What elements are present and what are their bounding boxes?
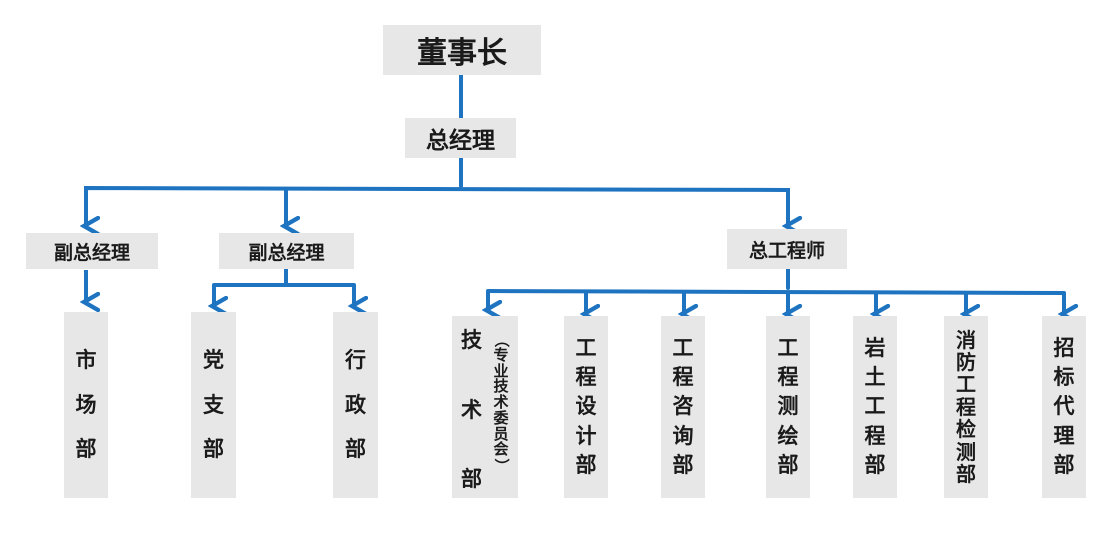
dept-note-char: 委 [493,408,509,427]
dept-engineering-consulting: 工程咨询部 [661,316,705,498]
dept-label-char: 测 [956,439,976,464]
chief-engineer-label: 总工程师 [748,239,825,262]
dept-technology-note: （专业技术委员会） [490,332,512,474]
deputy-gm-1-label: 副总经理 [53,241,130,264]
chairman-box: 董事长 [383,25,541,75]
dept-label-char: 部 [345,437,366,462]
dept-label-char: 支 [203,392,224,417]
dept-label-char: 设 [575,394,597,419]
dept-note-char: 技 [493,377,509,396]
dept-label-char: 测 [777,394,799,419]
dept-label-char: 工 [777,336,799,361]
chief-engineer-bus [486,289,1066,295]
dept-label-char: 检 [956,417,976,442]
general-manager-label: 总经理 [426,128,495,154]
dept-label-char: 工 [672,336,694,361]
dept-label-char: 场 [75,392,97,417]
dept-note-char: （ [492,332,511,348]
dept-label-char: 部 [1053,452,1075,477]
dept-label-char: 消 [956,327,976,352]
dept-note-char: 业 [493,361,509,380]
dept-note-char: ） [492,458,511,474]
dept-label-char: 部 [75,437,97,462]
dept-label-char: 程 [575,365,597,390]
dept-label-char: 部 [864,452,886,477]
dept-note-char: 术 [493,393,509,411]
dept-label-char: 岩 [864,336,886,361]
dept-label-char: 政 [345,392,366,417]
dept-note-char: 员 [493,424,509,443]
dept-label-char: 部 [203,437,224,462]
dept-note-char: 专 [493,345,509,364]
dept-label-char: 程 [864,423,886,448]
dept-label-char: 绘 [777,423,799,448]
dept-tender-agency: 招标代理部 [1042,316,1086,498]
dept-label-char: 部 [777,452,799,477]
dept-label-char: 工 [575,336,597,361]
dept-label-char: 计 [575,423,597,448]
dept-label-char: 技 [461,328,482,352]
dept-label-char: 程 [672,365,694,390]
dept-label-char: 市 [75,347,97,372]
dept-label-char: 部 [956,461,976,486]
chief-engineer-box: 总工程师 [727,229,847,269]
dept-label-char: 招 [1053,336,1075,361]
dept-market: 市场部 [64,312,108,498]
dept-label-char: 程 [777,365,799,390]
dept-geotechnical: 岩土工程部 [853,316,897,498]
dept-label-char: 行 [345,347,366,372]
dept-party-branch: 党支部 [191,312,236,498]
dept-technology-name: 技术部 [461,330,487,490]
chairman-label: 董事长 [417,36,507,71]
dept-label-char: 防 [956,350,976,375]
dept-label-char: 土 [864,365,886,390]
dept-fire-inspection: 消防工程检测部 [944,316,988,498]
dept-label-char: 部 [672,452,694,477]
deputy-gm-2-box: 副总经理 [219,233,354,269]
deputy-gm-2-label: 副总经理 [248,241,325,264]
dept-label-char: 程 [956,394,976,419]
deputy-gm-1-box: 副总经理 [26,233,158,269]
dept-label-char: 代 [1053,394,1075,419]
dept-engineering-design: 工程设计部 [564,316,608,498]
dept-label-char: 询 [672,423,694,448]
dept-note-char: 会 [493,440,509,459]
dept-technology: 技术部 （专业技术委员会） [452,316,518,498]
dept-label-char: 部 [575,452,597,477]
dept-label-char: 党 [203,347,224,372]
dept-label-char: 标 [1053,365,1075,390]
main-bus [84,185,790,198]
general-manager-box: 总经理 [405,118,516,158]
dept-label-char: 部 [461,467,482,491]
dept-label-char: 术 [461,397,482,422]
dept-label-char: 理 [1053,423,1075,448]
dept-administration: 行政部 [333,312,378,498]
dept-engineering-surveying: 工程测绘部 [766,316,810,498]
dept-label-char: 咨 [672,394,694,419]
dept-label-char: 工 [864,394,886,419]
dept-label-char: 工 [956,372,976,397]
